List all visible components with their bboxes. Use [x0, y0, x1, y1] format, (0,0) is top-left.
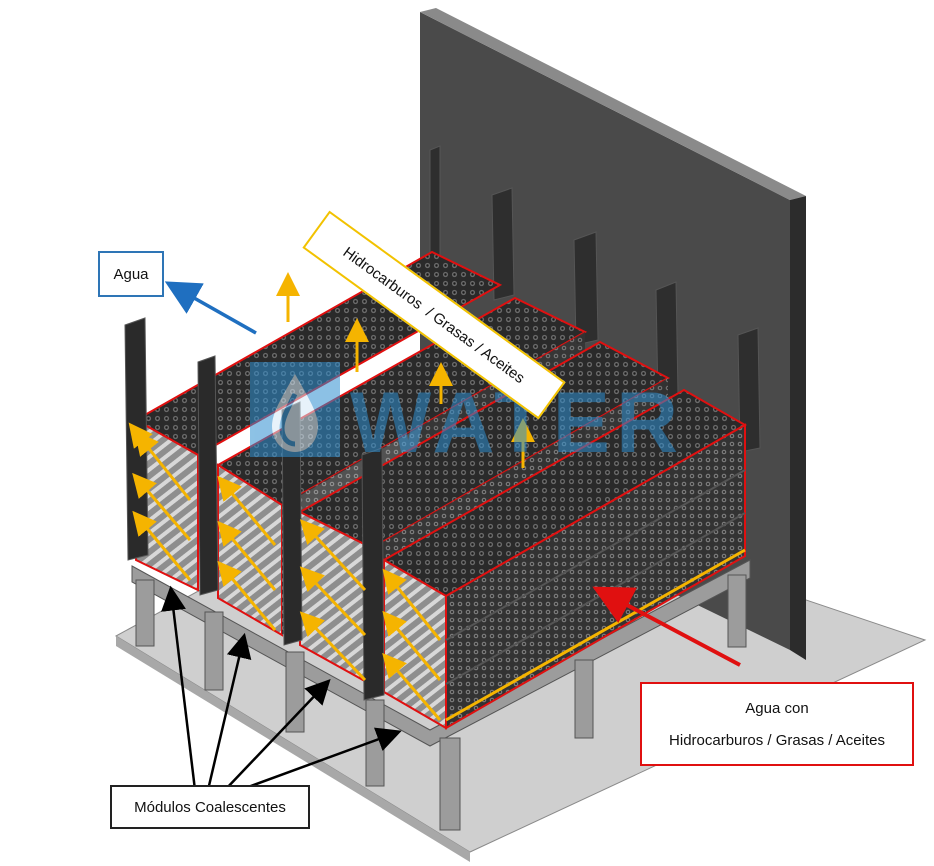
module-pointer-arrows	[161, 585, 402, 792]
agua-con-label: Agua con Hidrocarburos / Grasas / Aceite…	[640, 682, 914, 766]
front-posts	[124, 317, 385, 701]
coalescent-modules	[133, 250, 748, 730]
agua-con-line2: Hidrocarburos / Grasas / Aceites	[669, 731, 885, 749]
modulos-label-text: Módulos Coalescentes	[134, 798, 286, 816]
agua-label-text: Agua	[113, 265, 149, 283]
inflow-arrow	[592, 586, 741, 667]
side-flow-arrows	[128, 422, 442, 721]
modulos-label: Módulos Coalescentes	[110, 785, 310, 829]
agua-con-line1: Agua con	[745, 699, 809, 717]
oil-rising-arrows	[276, 272, 535, 468]
agua-label: Agua	[98, 251, 164, 297]
module-4	[381, 388, 748, 730]
agua-arrow	[164, 281, 257, 335]
wall-posts	[429, 145, 761, 453]
support-frame	[131, 559, 751, 831]
